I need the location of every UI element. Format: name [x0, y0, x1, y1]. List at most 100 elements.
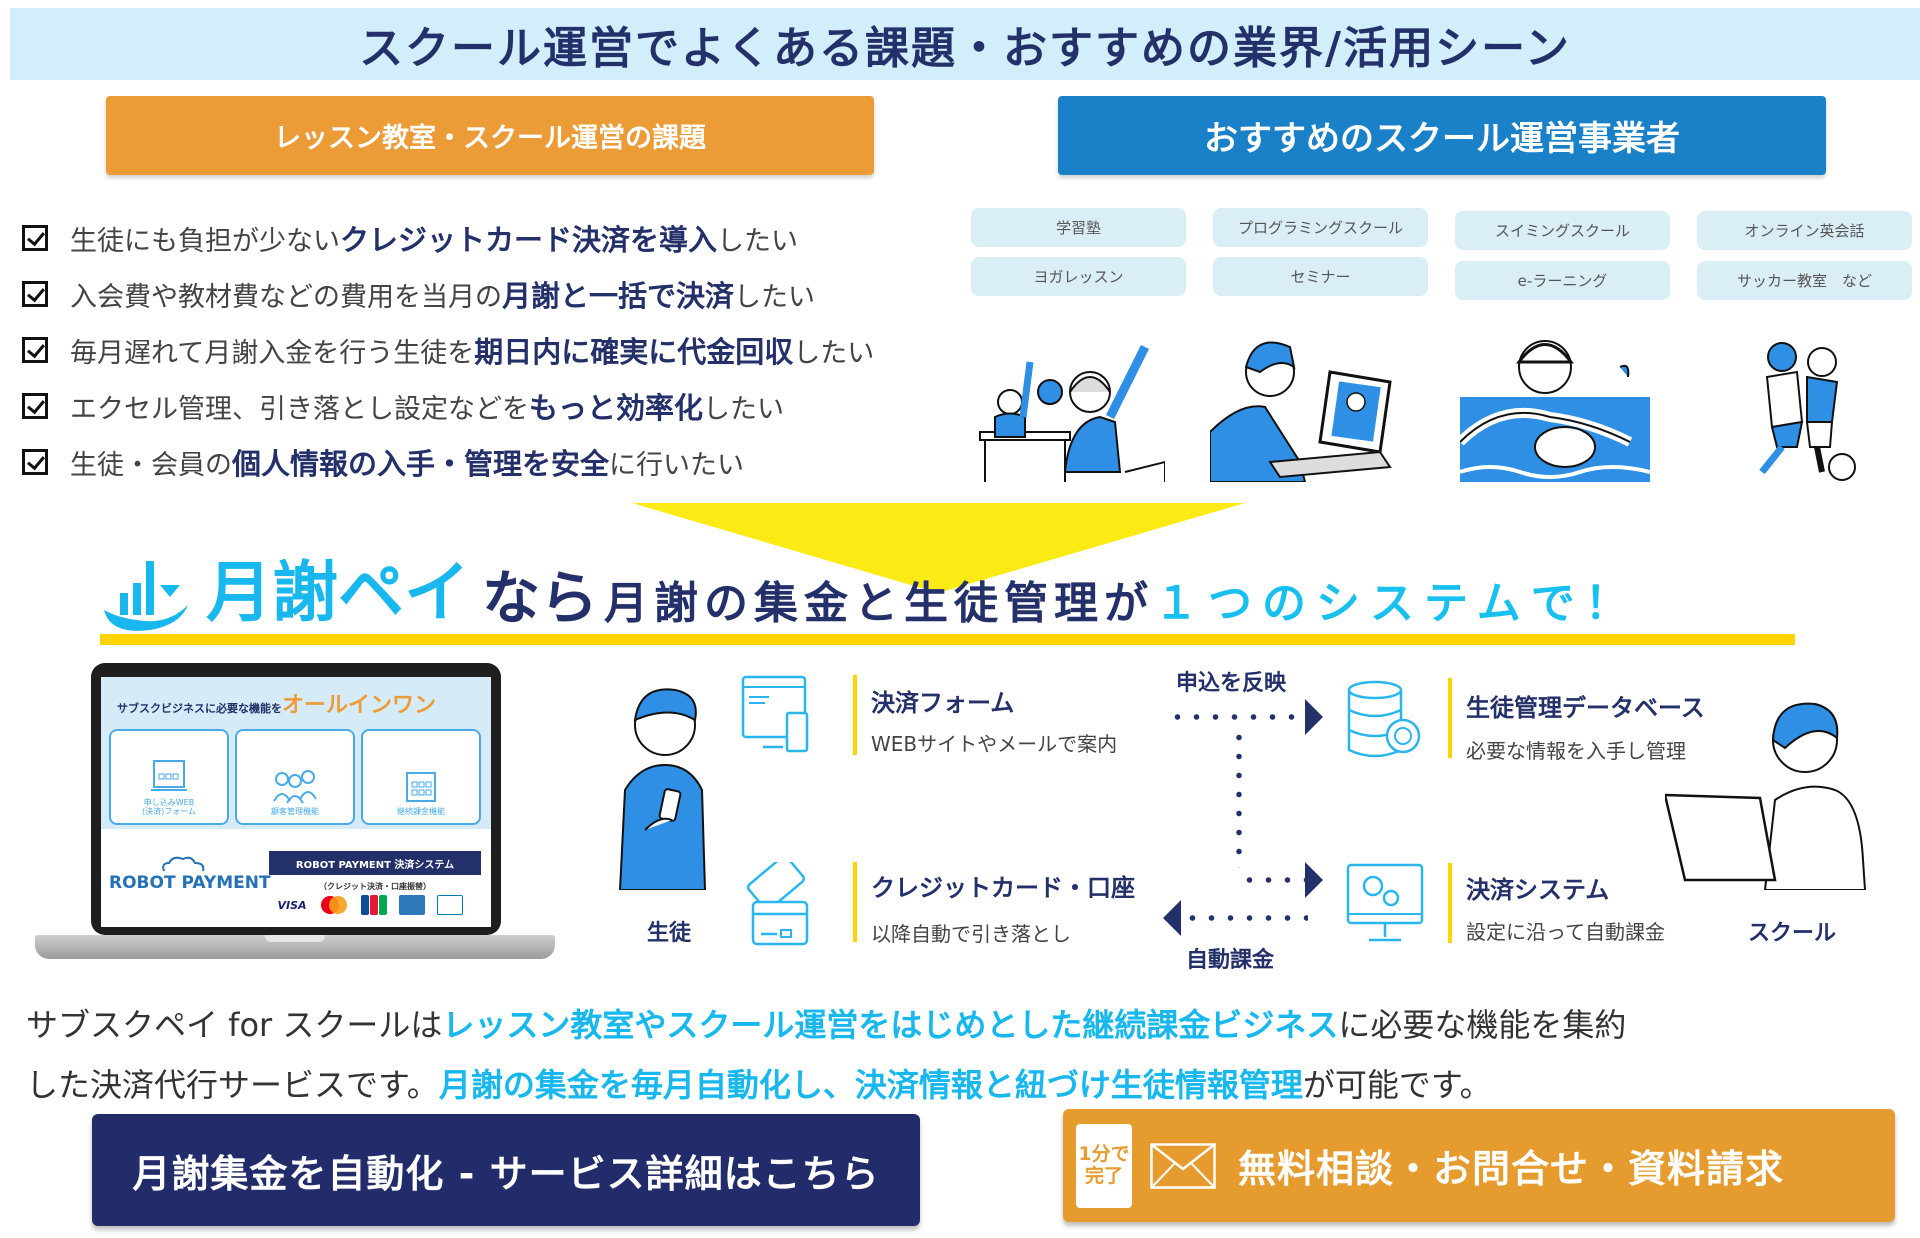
- checklist-emphasis: 期日内に確実に代金回収: [474, 335, 794, 369]
- checklist-item: 毎月遅れて月謝入金を行う生徒を期日内に確実に代金回収したい: [22, 322, 982, 378]
- student-label: 生徒: [647, 921, 692, 946]
- description-highlight: レッスン教室やスクール運営をはじめとした継続課金ビジネス: [442, 1006, 1339, 1044]
- robot-payment-logo: ROBOT PAYMENT: [109, 856, 271, 893]
- checklist-text: に行いたい: [609, 449, 745, 481]
- contact-button-label: 無料相談・お問合せ・資料請求: [1238, 1147, 1785, 1191]
- description-text: した決済代行サービスです。: [26, 1066, 439, 1104]
- description-highlight: 月謝の集金を毎月自動化し、決済情報と紐づけ生徒情報管理: [438, 1066, 1303, 1104]
- tag-swimming-school: スイミングスクール: [1455, 211, 1670, 250]
- flow-accent-bar: [1448, 678, 1452, 758]
- badge-line-2: 完了: [1084, 1164, 1123, 1187]
- checkbox-checked-icon: [22, 449, 48, 475]
- page-title: スクール運営でよくある課題・おすすめの業界/活用シーン: [359, 23, 1571, 74]
- checklist-emphasis: クレジットカード決済を導入: [340, 223, 718, 257]
- checklist-text: 入会費や教材費などの費用を当月の: [70, 281, 502, 313]
- headline-nara: なら: [482, 564, 599, 632]
- checklist-item: 生徒・会員の個人情報の入手・管理を安全に行いたい: [22, 434, 982, 490]
- checklist-text: したい: [717, 225, 799, 257]
- feature-card-label: 申し込みWEB (決済)フォーム: [141, 797, 196, 817]
- step-payment-system-desc: 設定に沿って自動課金: [1466, 920, 1665, 944]
- step-payment-system-title: 決済システム: [1466, 876, 1610, 904]
- checklist-item: エクセル管理、引き落とし設定などをもっと効率化したい: [22, 378, 982, 434]
- step-payment-form-desc: WEBサイトやメールで案内: [871, 732, 1118, 756]
- screen-title-small: サブスクビジネスに必要な機能を: [117, 702, 282, 715]
- checklist-text: 生徒・会員の: [70, 449, 232, 481]
- description-line-1: サブスクペイ for スクールはレッスン教室やスクール運営をはじめとした継続課金…: [26, 995, 1906, 1055]
- classroom-illustration: [979, 344, 1165, 482]
- headline-middle: 月謝の集金と生徒管理が: [604, 578, 1155, 629]
- challenge-checklist: 生徒にも負担が少ないクレジットカード決済を導入したい 入会費や教材費などの費用を…: [22, 210, 982, 490]
- checklist-emphasis: もっと効率化: [529, 391, 704, 425]
- description-line-2: した決済代行サービスです。月謝の集金を毎月自動化し、決済情報と紐づけ生徒情報管理…: [26, 1055, 1906, 1115]
- cloud-icon: [162, 856, 205, 872]
- step-credit-card-title: クレジットカード・口座: [871, 874, 1135, 902]
- checkbox-checked-icon: [22, 337, 48, 363]
- tag-yoga: ヨガレッスン: [971, 257, 1186, 296]
- feature-card-label: 継続課金機能: [397, 807, 445, 817]
- step-database-desc: 必要な情報を入手し管理: [1466, 739, 1686, 763]
- school-staff-illustration: [1665, 702, 1867, 890]
- database-gear-icon: [1347, 680, 1421, 758]
- headline-accent: １つのシステムで！: [1154, 578, 1639, 629]
- card-brands: VISA: [277, 895, 463, 915]
- tag-online-english: オンライン英会話: [1697, 211, 1912, 250]
- screen-title-big: オールインワン: [282, 693, 437, 718]
- checkbox-checked-icon: [22, 393, 48, 419]
- badge-line-1: 1分で: [1078, 1142, 1130, 1165]
- payment-form-icon: [741, 675, 809, 753]
- swimming-illustration: [1460, 340, 1650, 482]
- service-description: サブスクペイ for スクールはレッスン教室やスクール運営をはじめとした継続課金…: [26, 995, 1906, 1115]
- tag-soccer: サッカー教室 など: [1697, 261, 1912, 300]
- checklist-emphasis: 個人情報の入手・管理を安全: [232, 447, 610, 481]
- description-text: に必要な機能を集約: [1338, 1006, 1627, 1044]
- student-illustration: [618, 688, 707, 890]
- payment-system-icon: [1346, 863, 1424, 942]
- soccer-illustration: [1759, 342, 1856, 481]
- checkbox-checked-icon: [22, 281, 48, 307]
- flow-accent-bar: [853, 675, 857, 755]
- feature-card-web-form: 申し込みWEB (決済)フォーム: [109, 729, 229, 825]
- checklist-text: 生徒にも負担が少ない: [70, 225, 340, 257]
- tag-seminar: セミナー: [1213, 257, 1428, 296]
- headline: 月謝ペイ なら 月謝の集金と生徒管理が １つのシステムで！: [100, 535, 1800, 635]
- tag-elearning: e-ラーニング: [1455, 261, 1670, 300]
- online-lesson-illustration: [1210, 341, 1392, 482]
- checklist-item: 入会費や教材費などの費用を当月の月謝と一括で決済したい: [22, 266, 982, 322]
- jcb-icon: [361, 895, 387, 915]
- checkbox-checked-icon: [22, 225, 48, 251]
- mail-icon: [1150, 1142, 1216, 1189]
- checklist-emphasis: 月謝と一括で決済: [502, 279, 735, 313]
- one-minute-badge: 1分で 完了: [1076, 1123, 1132, 1208]
- laptop-frame: サブスクビジネスに必要な機能をオールインワン 申し込みWEB (決済)フォーム …: [91, 663, 501, 935]
- down-arrow-icon: [632, 503, 1245, 593]
- robot-payment-logo-text: ROBOT PAYMENT: [109, 873, 271, 893]
- step-credit-card-desc: 以降自動で引き落とし: [871, 922, 1071, 946]
- headline-brand: 月謝ペイ: [206, 554, 470, 631]
- feature-card-customer: 顧客管理機能: [235, 729, 355, 825]
- dotted-connector: [1236, 728, 1242, 868]
- dotted-connector: [1240, 877, 1306, 883]
- headline-underline: [100, 634, 1795, 645]
- checklist-text: 毎月遅れて月謝入金を行う生徒を: [70, 337, 475, 369]
- tag-programming-school: プログラミングスクール: [1213, 208, 1428, 247]
- visa-icon: VISA: [277, 898, 307, 912]
- service-details-button[interactable]: 月謝集金を自動化 - サービス詳細はこちら: [92, 1114, 920, 1226]
- school-label: スクール: [1748, 921, 1837, 946]
- dotted-connector: [1183, 915, 1308, 921]
- credit-card-icon: [746, 862, 809, 946]
- calendar-icon: [406, 772, 436, 803]
- flow-accent-bar: [1448, 863, 1452, 943]
- arrow-right-icon: [1305, 862, 1323, 898]
- flow-accent-bar: [853, 862, 857, 942]
- description-text: サブスクペイ for スクールは: [26, 1006, 443, 1044]
- contact-request-button[interactable]: 1分で 完了 無料相談・お問合せ・資料請求: [1063, 1109, 1895, 1222]
- payment-system-label: ROBOT PAYMENT 決済システム: [269, 851, 481, 875]
- gessha-pay-logo-icon: [104, 561, 188, 631]
- arrow-right-icon: [1305, 699, 1323, 735]
- checklist-text: したい: [793, 337, 875, 369]
- feature-card-label: 顧客管理機能: [271, 807, 319, 817]
- mastercard-icon: [321, 896, 347, 914]
- diners-club-icon: [437, 895, 463, 915]
- description-text: が可能です。: [1302, 1066, 1492, 1104]
- challenges-section-label: レッスン教室・スクール運営の課題: [106, 96, 874, 175]
